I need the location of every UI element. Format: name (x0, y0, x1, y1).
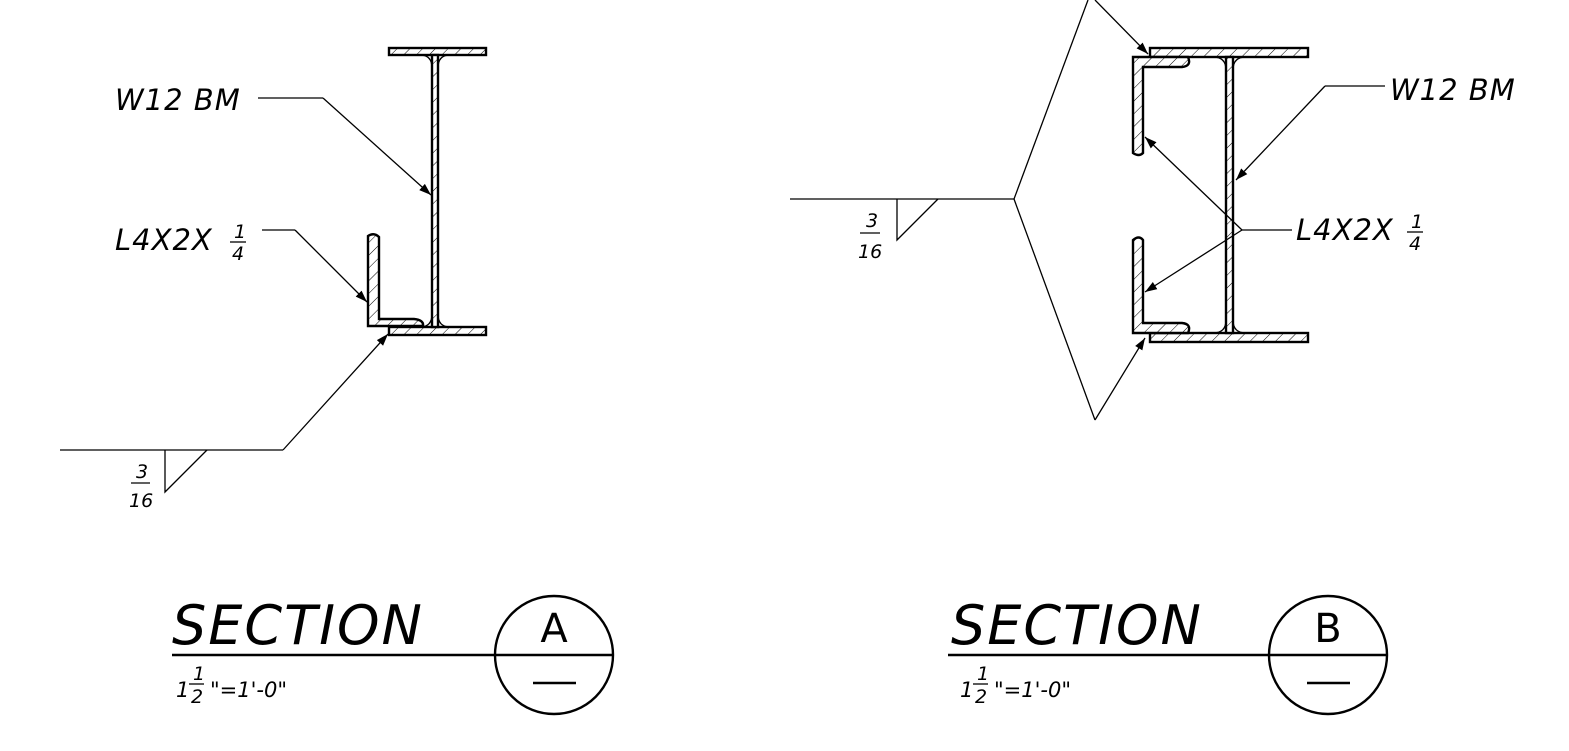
section-title-a: SECTION (172, 594, 424, 657)
w12-beam-a (387, 46, 488, 337)
weld-symbol-b: 3 16 (790, 0, 1149, 421)
scale-note-a: 1 1 2 "=1'-0" (176, 663, 287, 708)
svg-text:1: 1 (234, 221, 246, 243)
weld-symbol-a: 3 16 (60, 333, 389, 512)
angle-a (366, 233, 425, 328)
section-title-b: SECTION (951, 594, 1203, 657)
beam-label-b: W12 BM (1390, 73, 1516, 107)
section-bubble-b: B (1267, 594, 1389, 716)
svg-text:16: 16 (858, 241, 882, 263)
angle-label-a: L4X2X 1 4 (115, 221, 246, 265)
section-b: W12 BM L4X2X 1 4 3 16 SECTION 1 (790, 0, 1516, 716)
svg-text:L4X2X: L4X2X (1296, 213, 1394, 247)
svg-text:4: 4 (1409, 233, 1421, 255)
svg-text:"=1'-0": "=1'-0" (994, 678, 1071, 702)
scale-note-b: 1 1 2 "=1'-0" (960, 663, 1071, 708)
svg-text:A: A (540, 606, 568, 652)
svg-text:4: 4 (232, 243, 244, 265)
svg-text:3: 3 (136, 461, 148, 483)
svg-text:1: 1 (960, 678, 973, 702)
svg-text:16: 16 (129, 490, 153, 512)
svg-text:1: 1 (193, 663, 205, 685)
section-a: W12 BM L4X2X 1 4 3 16 SECTION 1 1 2 (60, 46, 615, 716)
svg-text:3: 3 (866, 210, 878, 232)
svg-text:2: 2 (975, 686, 987, 708)
beam-label-a: W12 BM (115, 83, 241, 117)
svg-text:2: 2 (191, 686, 203, 708)
svg-text:"=1'-0": "=1'-0" (210, 678, 287, 702)
angle-bottom-b (1131, 236, 1191, 335)
w12-beam-b (1148, 46, 1310, 344)
svg-text:1: 1 (176, 678, 189, 702)
section-bubble-a: A (493, 594, 615, 716)
angle-label-b: L4X2X 1 4 (1296, 211, 1423, 255)
angle-top-b (1131, 55, 1191, 157)
svg-text:1: 1 (1411, 211, 1423, 233)
svg-text:B: B (1314, 606, 1341, 652)
svg-text:1: 1 (977, 663, 989, 685)
svg-text:L4X2X: L4X2X (115, 223, 213, 257)
